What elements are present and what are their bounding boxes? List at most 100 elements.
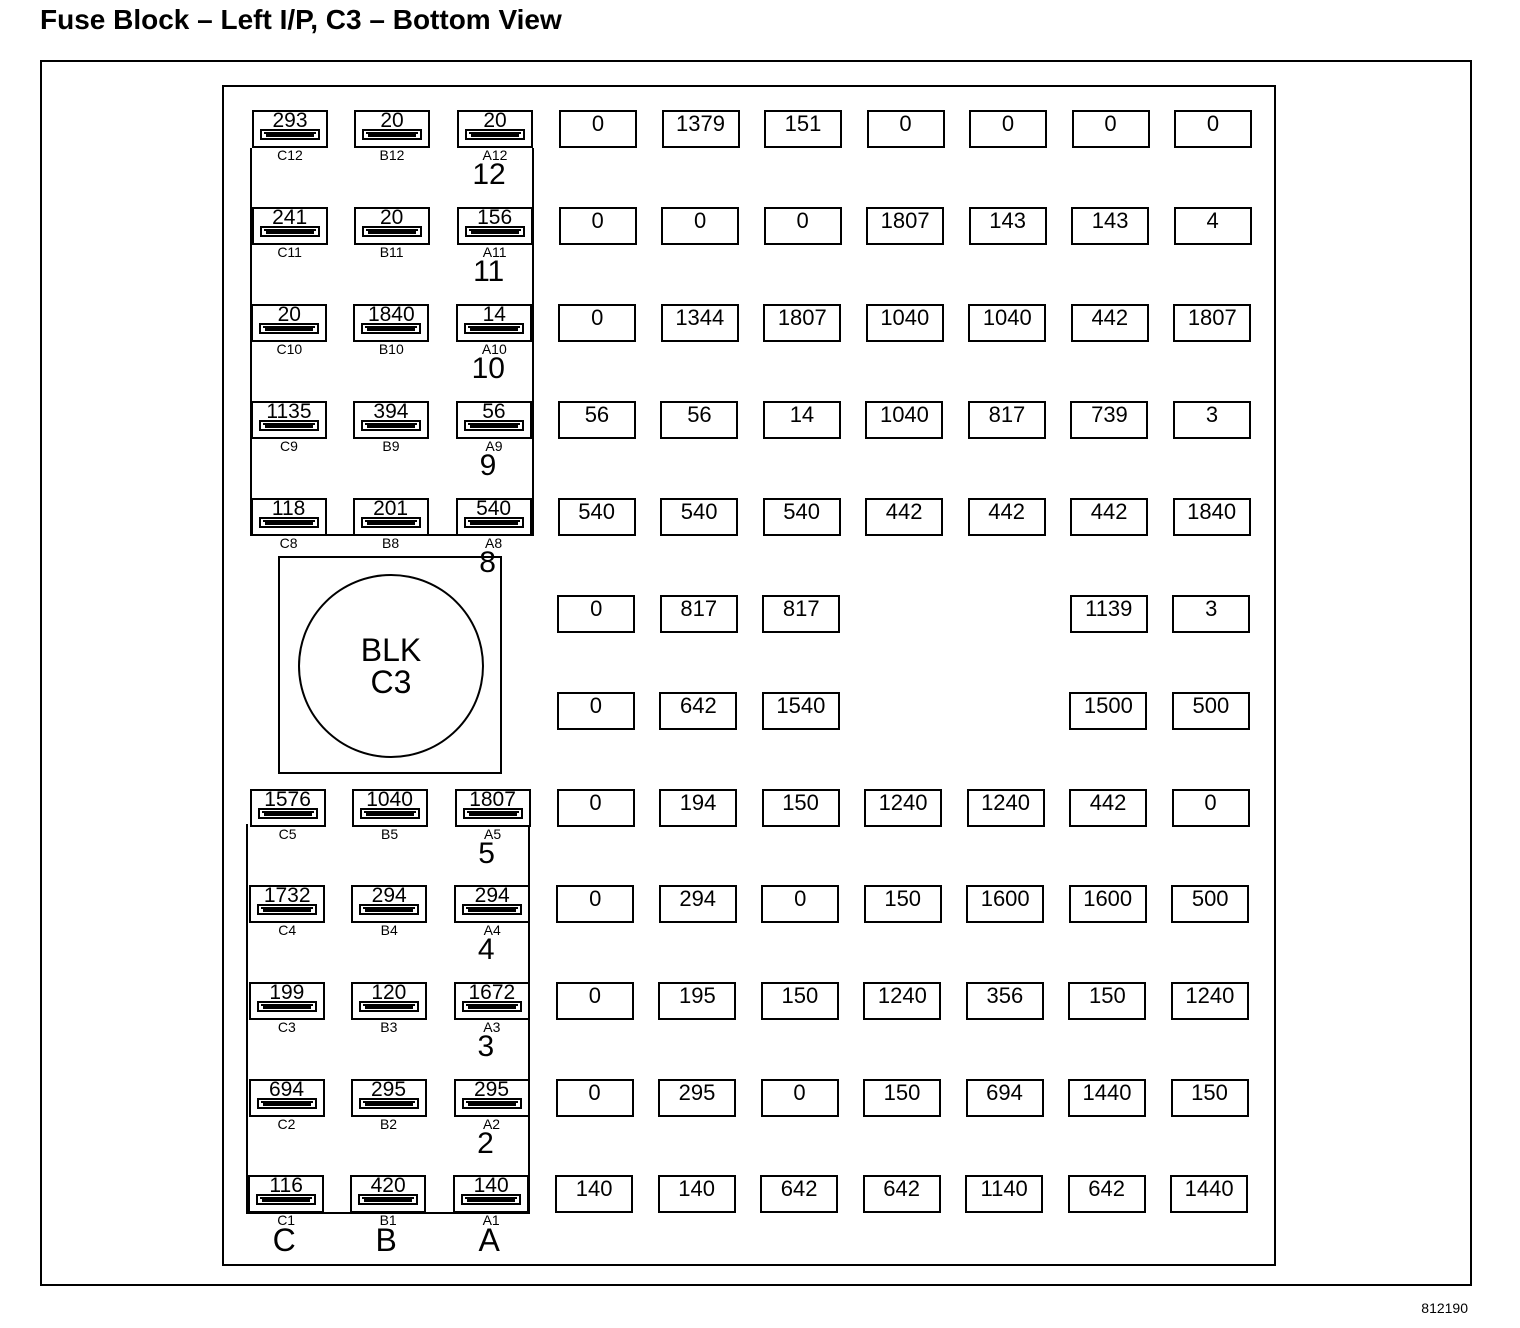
cavity-circuit-number: 694 (268, 1078, 305, 1101)
cavity-a12: 20 (457, 110, 533, 148)
circuit-box: 150 (761, 789, 840, 827)
cavity-label: B10 (378, 341, 404, 357)
circuit-number: 4 (1206, 208, 1219, 233)
circuit-box: 1040 (865, 304, 944, 342)
row-number-12: 12 (472, 158, 506, 191)
circuit-box: 1600 (966, 885, 1045, 923)
circuit-box: 0 (1174, 110, 1252, 148)
cavity-circuit-number: 540 (476, 497, 512, 520)
circuit-box: 500 (1171, 692, 1250, 730)
terminal-slot (359, 808, 420, 819)
cavity-a3: 1672 (453, 982, 530, 1020)
circuit-number: 3 (1205, 402, 1219, 427)
terminal-slot (462, 808, 523, 819)
cavity-label: B2 (379, 1116, 398, 1132)
circuit-number: 356 (986, 983, 1024, 1008)
circuit-box: 0 (969, 110, 1047, 148)
circuit-box: 0 (559, 110, 637, 148)
circuit-number: 1807 (1187, 305, 1237, 330)
cavity-label: C2 (277, 1116, 296, 1132)
circuit-box: 1344 (660, 304, 739, 342)
circuit-box: 194 (659, 789, 738, 827)
cavity-a11: 156 (456, 207, 533, 245)
row-number-4: 4 (477, 933, 495, 966)
circuit-box: 14 (762, 401, 841, 439)
row-number-3: 3 (477, 1030, 495, 1063)
diagram-frame (40, 60, 1472, 1286)
circuit-number: 0 (589, 886, 602, 911)
terminal-slot (360, 517, 421, 528)
circuit-box: 540 (660, 498, 739, 536)
figure-code: 812190 (1421, 1300, 1468, 1316)
connector-color-label: BLK (360, 632, 422, 668)
row-number-2: 2 (477, 1127, 494, 1160)
circuit-box: 0 (556, 885, 635, 923)
cavity-a10: 14 (456, 303, 533, 342)
terminal-slot (461, 1194, 522, 1205)
circuit-number: 500 (1192, 693, 1230, 718)
cavity-a8: 540 (455, 497, 532, 536)
cavity-a1: 140 (453, 1175, 530, 1213)
cavity-circuit-number: 20 (483, 109, 507, 132)
circuit-box: 1379 (661, 110, 740, 148)
circuit-number: 0 (588, 1080, 601, 1105)
circuit-number: 642 (1088, 1176, 1125, 1201)
circuit-number: 150 (1191, 1080, 1228, 1105)
circuit-box: 0 (555, 1079, 634, 1117)
circuit-box: 1540 (761, 692, 840, 730)
circuit-box: 0 (555, 982, 634, 1020)
circuit-number: 1440 (1082, 1080, 1132, 1105)
cavity-c8: 118 (250, 498, 327, 536)
circuit-box: 1240 (1170, 982, 1249, 1020)
cavity-b2: 295 (350, 1079, 427, 1117)
circuit-number: 540 (680, 499, 718, 524)
cavity-circuit-number: 241 (272, 206, 308, 229)
circuit-number: 0 (1001, 111, 1015, 136)
circuit-number: 0 (1104, 111, 1117, 136)
terminal-slot (256, 1001, 317, 1012)
circuit-box: 1139 (1069, 595, 1148, 633)
circuit-box: 150 (863, 885, 942, 923)
circuit-number: 442 (1090, 499, 1128, 524)
circuit-number: 56 (687, 402, 712, 427)
circuit-box: 442 (967, 498, 1046, 536)
cavity-label: A3 (483, 1019, 501, 1035)
circuit-number: 295 (678, 1080, 716, 1105)
terminal-slot (361, 226, 422, 237)
terminal-slot (358, 1001, 419, 1012)
circuit-box: 143 (968, 207, 1047, 245)
cavity-label: A5 (483, 826, 502, 842)
circuit-number: 294 (679, 886, 717, 911)
circuit-box: 1040 (865, 401, 944, 439)
cavity-label: A4 (483, 922, 501, 938)
cavity-label: C8 (279, 535, 298, 551)
circuit-box: 739 (1070, 401, 1149, 439)
terminal-slot (464, 226, 525, 237)
circuit-number: 151 (784, 111, 822, 136)
cavity-circuit-number: 1807 (469, 788, 516, 811)
cavity-label: A8 (485, 535, 503, 551)
circuit-box: 150 (863, 1079, 941, 1117)
circuit-number: 0 (589, 790, 602, 815)
circuit-number: 1840 (1187, 499, 1237, 524)
circuit-box: 817 (659, 595, 738, 633)
circuit-number: 0 (794, 886, 807, 911)
circuit-number: 442 (988, 499, 1025, 524)
cavity-circuit-number: 1576 (264, 788, 311, 811)
circuit-number: 143 (989, 208, 1026, 233)
terminal-slot (461, 1098, 522, 1109)
cavity-label: C9 (279, 438, 298, 454)
cavity-label: C5 (278, 826, 297, 842)
cavity-circuit-number: 20 (277, 303, 301, 326)
circuit-number: 0 (1204, 790, 1217, 815)
cavity-circuit-number: 14 (482, 303, 506, 326)
cavity-label: B12 (379, 147, 405, 163)
cavity-circuit-number: 120 (371, 981, 407, 1004)
circuit-number: 150 (1088, 983, 1126, 1008)
cavity-label: B9 (382, 438, 400, 454)
terminal-slot (362, 129, 422, 140)
circuit-box: 4 (1173, 207, 1252, 245)
column-letter-a: A (478, 1222, 500, 1258)
circuit-number: 1600 (980, 886, 1030, 911)
circuit-number: 1140 (980, 1176, 1028, 1201)
